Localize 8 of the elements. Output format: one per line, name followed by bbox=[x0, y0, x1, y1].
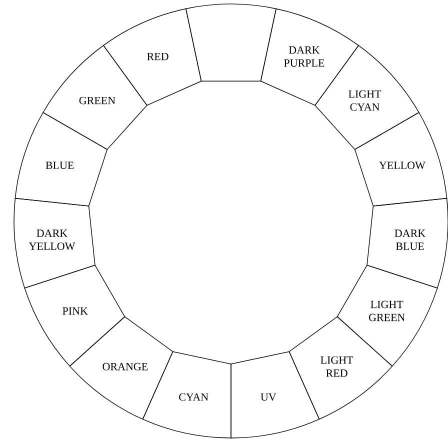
segment: BLUE bbox=[14, 112, 108, 206]
empty-segment bbox=[186, 4, 276, 82]
segment: YELLOW bbox=[354, 112, 448, 206]
segment: DARK YELLOW bbox=[14, 198, 96, 288]
segment: ORANGE bbox=[69, 316, 174, 420]
segment: GREEN bbox=[42, 45, 148, 150]
segment: DARK BLUE bbox=[366, 198, 448, 288]
segment: UV bbox=[230, 351, 320, 438]
